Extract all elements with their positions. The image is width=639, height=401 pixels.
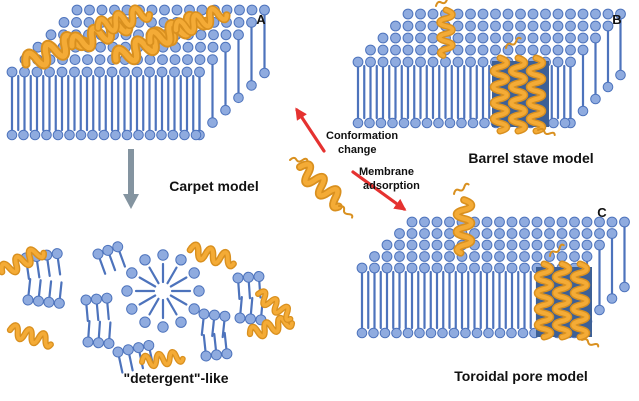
detergent-like-caption: "detergent"-like — [123, 370, 228, 386]
barrel-stave-pore — [433, 0, 557, 140]
free-peptide-helix-icon — [295, 161, 346, 209]
peptide-tail-icon — [451, 182, 471, 195]
membrane-adsorption-label-line1: Membrane — [359, 166, 414, 178]
figure-labels: A B C Carpet model Barrel stave model To… — [123, 12, 621, 386]
conformation-change-arrow — [295, 107, 326, 153]
membrane-slab-carpet — [6, 4, 270, 141]
panel-c-letter: C — [597, 205, 607, 220]
approaching-peptide-helix-icon — [457, 200, 472, 253]
membrane-slab-barrel-stave — [352, 8, 626, 129]
conformation-change-label-line2: change — [338, 144, 377, 156]
toroidal-pore — [451, 182, 600, 351]
free-peptide — [289, 153, 355, 221]
carpet-model-caption: Carpet model — [169, 178, 258, 194]
inserting-peptide-helix-icon — [440, 10, 453, 56]
peptide-tail-icon — [338, 201, 355, 221]
membrane-adsorption-label-line2: adsorption — [363, 180, 420, 192]
conformation-change-label-line1: Conformation — [326, 130, 398, 142]
toroidal-pore-caption: Toroidal pore model — [454, 368, 588, 384]
panel-a-letter: A — [256, 12, 266, 27]
panel-b-letter: B — [612, 12, 621, 27]
peptide-tail-icon — [433, 0, 454, 7]
membrane-adsorption-arrow — [351, 170, 407, 211]
detergent-like-structures — [0, 240, 295, 374]
barrel-stave-caption: Barrel stave model — [468, 150, 593, 166]
